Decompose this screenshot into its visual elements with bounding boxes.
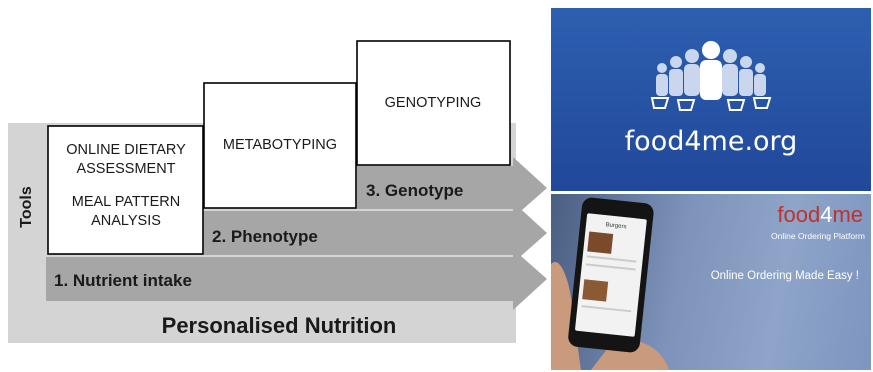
step-arrow-2 <box>204 202 547 263</box>
food4me-org-banner: food4me.org <box>551 8 871 191</box>
box-metabotyping <box>203 82 357 209</box>
step-arrow-3 <box>357 157 547 218</box>
step-arrow-1 <box>46 249 547 310</box>
box3-line1: GENOTYPING <box>385 95 482 111</box>
brand-subtitle: Online Ordering Platform <box>770 231 865 241</box>
box1-line2: ASSESSMENT <box>76 161 175 177</box>
online-ordering-banner: Burgers food4me Online Ordering Platform… <box>551 194 871 370</box>
step-label-2: 2. Phenotype <box>212 227 318 246</box>
phone-header: Burgers <box>605 222 627 230</box>
box-genotyping <box>356 40 511 166</box>
box1-line1: ONLINE DIETARY <box>66 142 186 158</box>
personalised-nutrition-title: Personalised Nutrition <box>162 313 397 338</box>
food4me-brand-logo: food4me <box>777 202 863 228</box>
box1-line3: MEAL PATTERN <box>72 194 181 210</box>
step-label-3: 3. Genotype <box>366 181 463 200</box>
brand-4: 4 <box>820 202 833 227</box>
brand-food: food <box>777 202 821 227</box>
tools-label: Tools <box>18 186 35 228</box>
crowd-logo-icon <box>650 41 772 111</box>
personalised-nutrition-diagram: ONLINE DIETARY ASSESSMENT MEAL PATTERN A… <box>8 40 547 343</box>
tagline: Online Ordering Made Easy ! <box>710 270 859 282</box>
box-online-dietary-assessment <box>47 125 204 255</box>
site-name: food4me.org <box>624 126 798 157</box>
box1-line4: ANALYSIS <box>91 213 161 229</box>
brand-me: me <box>832 202 863 227</box>
step-label-1: 1. Nutrient intake <box>54 271 192 290</box>
phone-in-hand-illustration: Burgers <box>551 197 669 370</box>
box2-line1: METABOTYPING <box>223 137 337 153</box>
